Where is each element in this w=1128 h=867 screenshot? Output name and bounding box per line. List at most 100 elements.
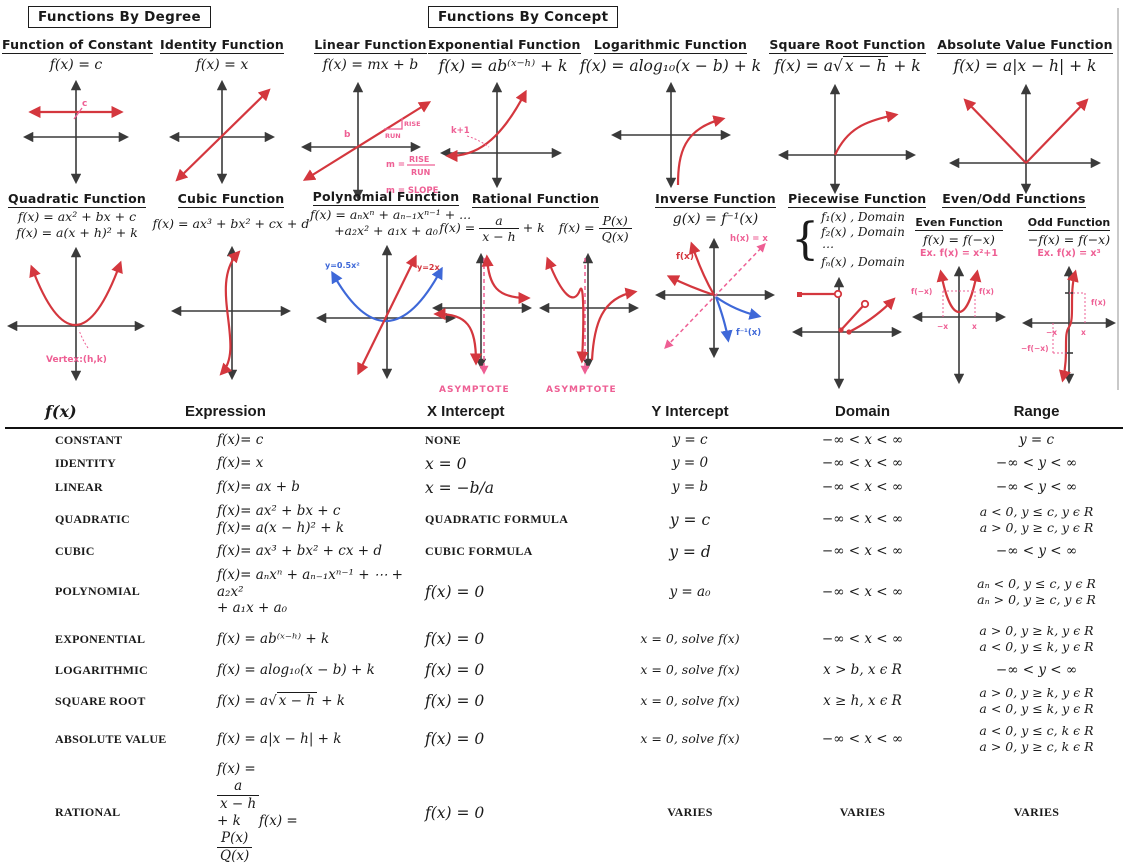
constant-card: Function of Constant f(x) = c c <box>2 34 153 187</box>
inverse-formula: g(x) = f⁻¹(x) <box>672 211 759 227</box>
inverse-title: Inverse Function <box>655 191 776 208</box>
row-logarithmic: LOGARITHMIC f(x) = alog₁₀(x − b) + k f(x… <box>55 661 1078 680</box>
header-fx: f(x) <box>5 398 155 429</box>
inverse-graph: h(x) = x f(x) f⁻¹(x) <box>654 234 775 359</box>
odd-fnx-label: −f(−x) <box>1021 344 1049 353</box>
absolute-card: Absolute Value Function f(x) = a|x − h| … <box>930 34 1120 195</box>
g-inverse-annotation: f⁻¹(x) <box>736 328 761 338</box>
cubic-title: Cubic Function <box>177 191 285 208</box>
even-column: Even Function f(x) = f(−x) Ex. f(x) = x²… <box>909 211 1009 387</box>
piecewise-line-3: fₙ(x) , Domain <box>821 255 905 269</box>
identity-graph <box>168 79 276 185</box>
even-graph: f(−x) f(x) −x x <box>911 265 1007 385</box>
quadratic-title: Quadratic Function <box>8 191 146 208</box>
polynomial-formula1: f(x) = aₙxⁿ + aₙ₋₁xⁿ⁻¹ + ... <box>310 207 472 222</box>
row-exponential: EXPONENTIAL f(x) = ab⁽ˣ⁻ʰ⁾ + k f(x) = 0 … <box>55 623 1094 655</box>
b-annotation: b <box>344 130 351 140</box>
header-expression: Expression <box>155 398 415 429</box>
rat-f2-num: P(x) <box>598 213 632 229</box>
board-frame-edge <box>1117 8 1119 390</box>
m-rise: RISE <box>409 155 429 164</box>
rational-formula2: f(x) = P(x)Q(x) <box>559 213 632 244</box>
exponential-title: Exponential Function <box>428 37 581 54</box>
row-cubic: CUBIC f(x)= ax³ + bx² + cx + d CUBIC FOR… <box>55 542 1078 561</box>
squareroot-card: Square Root Function f(x) = a√x − h + k <box>765 34 930 195</box>
odd-fx-label: f(x) <box>1091 298 1106 307</box>
k-annotation: k+1 <box>451 126 470 136</box>
linear-card: Linear Function f(x) = mx + b b RUN RISE… <box>293 34 448 203</box>
even-negx-label: −x <box>937 322 948 331</box>
piecewise-brace: { <box>791 214 820 266</box>
evenodd-card: Even/Odd Functions Even Function f(x) = … <box>908 188 1120 387</box>
cubic-graph <box>170 245 292 381</box>
inverse-card: Inverse Function g(x) = f⁻¹(x) h(x) = x … <box>643 188 788 379</box>
rat-f2-den: Q(x) <box>601 229 629 244</box>
m-eq: m = <box>386 160 405 170</box>
run-annotation: RUN <box>385 132 401 140</box>
c-annotation: c <box>82 99 87 109</box>
polynomial-title: Polynomial Function <box>312 189 460 206</box>
piecewise-title: Piecewise Function <box>788 191 927 208</box>
row-quadratic: QUADRATIC f(x)= ax² + bx + c f(x)= a(x −… <box>55 502 1094 536</box>
piecewise-dots: ⋯ <box>821 240 834 254</box>
vertex-annotation: Vertex:(h,k) <box>46 355 107 365</box>
piecewise-graph <box>791 276 903 390</box>
exponential-card: Exponential Function f(x) = ab⁽ˣ⁻ʰ⁾ + k … <box>428 34 581 189</box>
piecewise-line-2: f₂(x) , Domain <box>821 225 905 239</box>
linear-formula: f(x) = mx + b <box>322 57 419 73</box>
header-x-intercept: X Intercept <box>415 398 605 429</box>
rational-title: Rational Function <box>471 191 600 208</box>
even-fx-label: f(x) <box>979 287 994 296</box>
identity-card: Identity Function f(x) = x <box>152 34 292 187</box>
header-range: Range <box>950 398 1123 429</box>
piecewise-card: Piecewise Function { f₁(x) , Domain f₂(x… <box>788 188 927 392</box>
row-squareroot: SQUARE ROOT f(x) = a√x − h + k f(x) = 0 … <box>55 685 1094 717</box>
table-header-row: f(x) Expression X Intercept Y Intercept … <box>5 398 1123 429</box>
quadratic-formula2: f(x) = a(x + h)² + k <box>16 225 138 240</box>
rational-graph-1: ASYMPTOTE <box>431 252 532 395</box>
quadratic-formula1: f(x) = ax² + bx + c <box>17 209 137 224</box>
logarithmic-formula: f(x) = alog₁₀(x − b) + k <box>579 57 762 75</box>
fx-annotation: f(x) <box>676 252 694 262</box>
row-linear: LINEAR f(x)= ax + b x = −b/a y = b −∞ < … <box>55 478 1078 497</box>
m-run: RUN <box>411 168 430 177</box>
identity-title: Identity Function <box>160 37 284 54</box>
function-summary-table: f(x) Expression X Intercept Y Intercept … <box>5 398 1123 867</box>
odd-formula: −f(x) = f(−x) <box>1027 232 1111 247</box>
cubic-card: Cubic Function f(x) = ax³ + bx² + cx + d <box>152 188 310 383</box>
squareroot-formula: f(x) = a√x − h + k <box>765 56 930 75</box>
sqrt-pre: f(x) = a√ <box>774 57 843 75</box>
piecewise-line-1: f₁(x) , Domain <box>821 210 905 224</box>
constant-graph: c <box>22 79 130 185</box>
even-head: Even Function <box>915 216 1003 231</box>
m-slope: m = SLOPE <box>386 186 439 196</box>
degree-title-box: Functions By Degree <box>28 6 211 28</box>
polynomial-formula2: +a₂x² + a₁x + a₀ <box>334 223 438 238</box>
row-absolute: ABSOLUTE VALUE f(x) = a|x − h| + k f(x) … <box>55 723 1094 755</box>
squareroot-graph <box>777 83 916 195</box>
summary-table-section: f(x) Expression X Intercept Y Intercept … <box>0 398 1128 867</box>
poly-blue-annotation: y=0.5x² <box>325 261 360 270</box>
constant-title: Function of Constant <box>2 37 153 54</box>
concept-title-box: Functions By Concept <box>428 6 619 28</box>
asymptote-label-1: ASYMPTOTE <box>439 385 510 395</box>
logarithmic-card: Logarithmic Function f(x) = alog₁₀(x − b… <box>578 34 763 189</box>
odd-example: Ex. f(x) = x³ <box>1037 248 1101 259</box>
squareroot-title: Square Root Function <box>769 37 926 54</box>
header-y-intercept: Y Intercept <box>605 398 775 429</box>
exponential-formula: f(x) = ab⁽ˣ⁻ʰ⁾ + k <box>438 57 568 75</box>
even-fnx-label: f(−x) <box>911 287 932 296</box>
row-identity: IDENTITY f(x)= x x = 0 y = 0 −∞ < x < ∞ … <box>55 454 1078 473</box>
odd-head: Odd Function <box>1027 216 1111 231</box>
even-formula: f(x) = f(−x) <box>923 232 995 247</box>
sqrt-radicand: x − h <box>842 56 889 75</box>
linear-graph: b RUN RISE m = RISE RUN m = SLOPE <box>300 81 439 201</box>
rat-f1-post: + k <box>522 220 545 235</box>
rat-f1-den: x − h <box>482 229 516 244</box>
row-polynomial: POLYNOMIAL f(x)= aₙxⁿ + aₙ₋₁xⁿ⁻¹ + ⋯ + a… <box>55 566 1096 617</box>
odd-negx-label: −x <box>1046 328 1057 337</box>
odd-graph: f(x) −f(−x) −x x <box>1021 265 1117 385</box>
